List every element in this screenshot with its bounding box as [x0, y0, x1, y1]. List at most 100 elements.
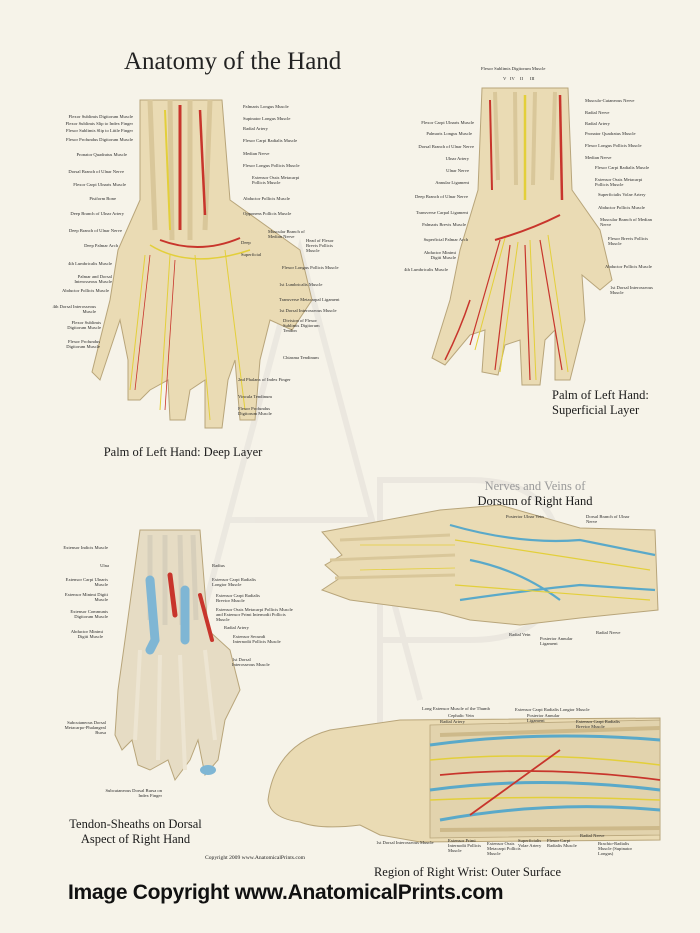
- labels-deep-right-item: Head of Flexor Brevis Pollicis Muscle: [306, 238, 334, 253]
- labels-sup-left-item: Annular Ligament: [435, 180, 469, 185]
- labels-deep-right-item: Muscular Branch of Median Nerve: [268, 229, 305, 239]
- labels-dorsum-item: Radial Vein: [509, 632, 531, 637]
- labels-deep-right-item: Flexor Profundus Digitorum Muscle: [238, 406, 272, 416]
- labels-dorsum-item: Posterior Ulnar Vein: [506, 514, 544, 519]
- labels-wrist-bottom-item: Extensor Ossis Metacarpi Pollicis Muscle: [487, 841, 521, 856]
- labels-dorsum-item: Dorsal Branch of Ulnar Nerve: [586, 514, 630, 524]
- labels-sup-top-item: II: [520, 76, 524, 81]
- labels-sup-right-item: Radial Artery: [585, 121, 610, 126]
- labels-sup-left-item: 4th Lumbricalis Muscle: [404, 267, 448, 272]
- deep-hand-outline: [91, 99, 313, 429]
- deep-layer-hand: [91, 99, 313, 429]
- labels-tendon-left-item: Ulna: [100, 563, 109, 568]
- labels-deep-right-item: Palmaris Longus Muscle: [243, 104, 289, 109]
- labels-sup-left-item: Flexor Carpi Ulnaris Muscle: [421, 120, 474, 125]
- labels-sup-right-item: 1st Dorsal Interosseous Muscle: [610, 285, 653, 295]
- labels-deep-right-item: Transverse Metacarpal Ligament: [279, 297, 340, 302]
- labels-wrist-bottom-item: Brachio-Radialis Muscle (Supinator Longu…: [598, 841, 633, 856]
- labels-deep-right-item: Opponens Pollicis Muscle: [243, 211, 292, 216]
- wrist-region: [267, 717, 661, 843]
- copyright-small: Copyright 2009 www.AnatomicalPrints.com: [205, 855, 306, 861]
- copyright-banner: Image Copyright www.AnatomicalPrints.com: [68, 881, 504, 904]
- labels-deep-right-item: Median Nerve: [243, 151, 270, 156]
- labels-wrist-top-item: Cephalic Vein: [448, 713, 474, 718]
- labels-deep-left-item: Flexor Sublimis Slip to Index Finger: [65, 121, 133, 126]
- labels-sup-left-item: Palmaris Brevis Muscle: [422, 222, 466, 227]
- labels-sup-right-item: Superficialis Volae Artery: [598, 192, 646, 197]
- labels-deep-left-item: Flexor Profundus Digitorum Muscle: [66, 137, 133, 142]
- labels-tendon-left-item: Extensor Carpi Ulnaris Muscle: [65, 577, 108, 587]
- labels-deep-left-item: 4th Lumbricalis Muscle: [68, 261, 112, 266]
- caption-tendon-line1: Tendon-Sheaths on Dorsal: [69, 817, 202, 831]
- poster-title: Anatomy of the Hand: [124, 48, 342, 75]
- labels-deep-left-item: Abductor Pollicis Muscle: [62, 288, 109, 293]
- labels-tendon-left-item: Extensor Minimi Digiti Muscle: [64, 592, 108, 602]
- labels-sup-right-item: Flexor Carpi Radialis Muscle: [595, 165, 650, 170]
- labels-sup-right-item: Flexor Longus Pollicis Muscle: [585, 143, 642, 148]
- labels-deep-right-item: 2nd Phalanx of Index Finger: [238, 377, 291, 382]
- caption-tendon-line2: Aspect of Right Hand: [80, 832, 191, 846]
- caption-superficial-layer: Palm of Left Hand: Superficial Layer: [552, 388, 662, 418]
- labels-sup-right-item: Extensor Ossis Metacarpi Pollicis Muscle: [595, 177, 643, 187]
- labels-sup-left-item: Deep Branch of Ulnar Nerve: [414, 194, 468, 199]
- labels-deep-left-item: Pronator Quadratus Muscle: [76, 152, 127, 157]
- labels-sup-left-item: Transverse Carpal Ligament: [415, 210, 468, 215]
- labels-sup-left-item: Dorsal Branch of Ulnar Nerve: [418, 144, 474, 149]
- labels-sup-left-item: Ulnar Nerve: [446, 168, 469, 173]
- caption-dorsum-line2: Dorsum of Right Hand: [477, 494, 593, 508]
- labels-deep-right-item: Vincula Tendinum: [238, 394, 272, 399]
- tendon-sheath-hand: [114, 529, 241, 782]
- labels-sup-right-item: Pronator Quadratus Muscle: [585, 131, 636, 136]
- tendon-hand-outline: [114, 529, 241, 782]
- labels-deep-right-item: Chiasma Tendinum: [283, 355, 319, 360]
- labels-sup-right-item: Abductor Pollicis Muscle: [598, 205, 645, 210]
- superficial-layer-hand: [431, 87, 613, 386]
- labels-deep-left-item: Palmar and Dorsal Interosseous Muscle: [74, 274, 112, 284]
- labels-sup-right-item: Flexor Brevis Pollicis Muscle: [608, 236, 649, 246]
- labels-deep-right-item: Deep: [241, 240, 251, 245]
- labels-wrist-top-item: Extensor Carpi Radialis Longior Muscle: [515, 707, 590, 712]
- labels-deep-left-item: Deep Branch of Ulnar Nerve: [68, 228, 122, 233]
- labels-dorsum-item: Posterior Annular Ligament: [540, 636, 573, 646]
- labels-tendon-right-item: Radial Artery: [224, 625, 249, 630]
- labels-wrist-bottom-item: 1st Dorsal Interosseous Muscle: [376, 840, 434, 845]
- labels-tendon-right-item: Extensor Carpi Radialis Brevior Muscle: [216, 593, 260, 603]
- caption-wrist: Region of Right Wrist: Outer Surface: [373, 865, 562, 879]
- labels-sup-right-item: Musculo-Cutaneous Nerve: [585, 98, 635, 103]
- labels-wrist-top-item: Long Extensor Muscle of the Thumb: [422, 706, 490, 711]
- labels-sup-top-item: Flexor Sublimis Digitorum Muscle: [481, 66, 546, 71]
- labels-deep-right-item: Division of Flexor Sublimis Digitorum Te…: [283, 318, 320, 333]
- labels-tendon-right-item: Radius: [212, 563, 225, 568]
- caption-deep-layer: Palm of Left Hand: Deep Layer: [103, 445, 263, 459]
- caption-dorsum-line1: Nerves and Veins of: [484, 479, 586, 493]
- labels-wrist-bottom-item: Radial Nerve: [580, 833, 605, 838]
- labels-deep-right-item: Flexor Carpi Radialis Muscle: [243, 138, 298, 143]
- labels-wrist-top-item: Radial Artery: [440, 719, 465, 724]
- caption-tendon-sheaths: Tendon-Sheaths on Dorsal Aspect of Right…: [48, 817, 223, 847]
- labels-tendon-left-item: Subcutaneous Dorsal Bursa on Index Finge…: [105, 788, 162, 798]
- labels-tendon-right-item: 1st Dorsal Interosseous Muscle: [232, 657, 270, 667]
- labels-sup-left-item: Superficial Palmar Arch: [423, 237, 468, 242]
- labels-wrist-bottom-item: Flexor Carpi Radialis Muscle: [547, 838, 577, 848]
- labels-deep-right-item: Radial Artery: [243, 126, 268, 131]
- labels-sup-top-item: IV: [510, 76, 515, 81]
- labels-deep-left-item: Deep Branch of Ulnar Artery: [70, 211, 124, 216]
- caption-superficial-line2: Superficial Layer: [552, 403, 640, 417]
- superficial-hand-outline: [431, 87, 613, 386]
- labels-tendon-left-item: Subcutaneous Dorsal Metacarpo-Phalangeal…: [64, 720, 106, 735]
- labels-deep-right-item: Superficial: [241, 252, 262, 257]
- dorsum-hand: [320, 504, 659, 626]
- labels-sup-top-item: III: [530, 76, 535, 81]
- labels-tendon-left-item: Extensor Indicis Muscle: [63, 545, 108, 550]
- labels-sup-right-item: Radial Nerve: [585, 110, 610, 115]
- labels-sup-right-item: Abductor Pollicis Muscle: [605, 264, 652, 269]
- labels-wrist-bottom-item: Superficialis Volae Artery: [518, 838, 542, 848]
- labels-tendon-right-item: Extensor Secundi Internodii Pollicis Mus…: [233, 634, 281, 644]
- labels-tendon-left-item: Extensor Communis Digitorum Muscle: [70, 609, 108, 619]
- labels-sup-left-item: Abductor Minimi Digiti Muscle: [423, 250, 456, 260]
- labels-deep-right-item: Abductor Pollicis Muscle: [243, 196, 290, 201]
- labels-deep-left-item: Deep Palmar Arch: [84, 243, 118, 248]
- labels-deep-left-item: Flexor Sublimis Digitorum Muscle: [67, 320, 101, 330]
